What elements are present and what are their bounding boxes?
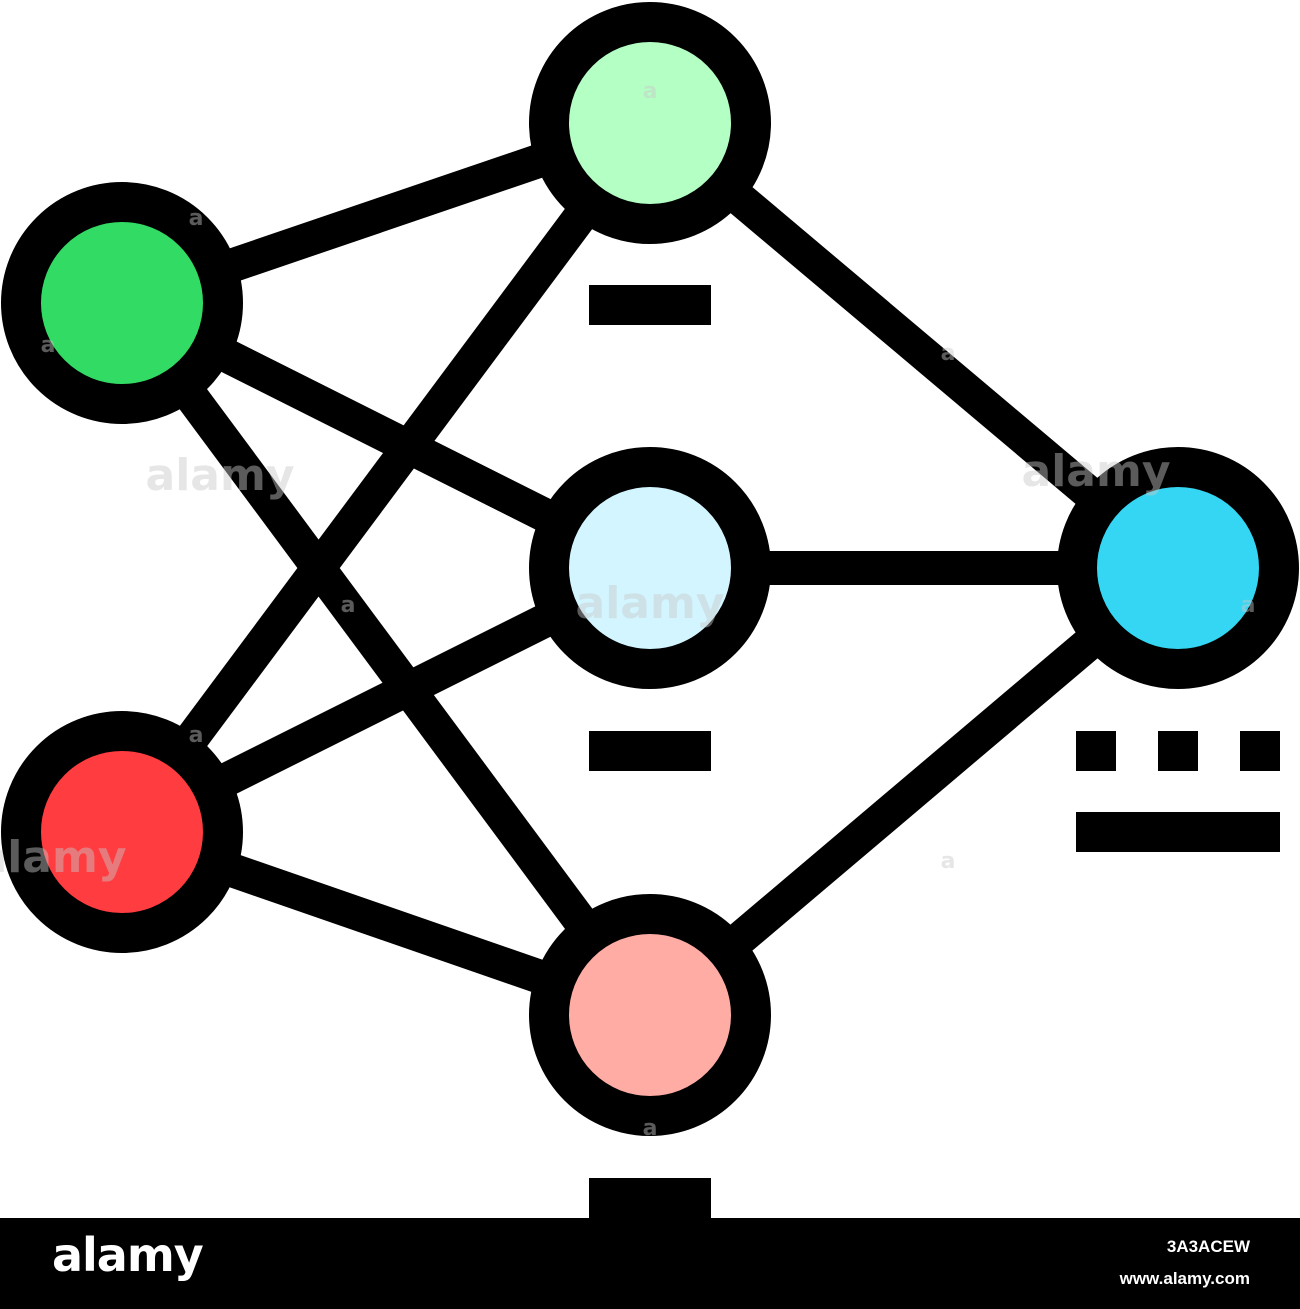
watermark-letter: a [341,593,356,618]
watermark-letter: a [643,79,658,104]
node-input-1-icon [1,182,243,424]
watermark-letter: a [941,341,956,366]
watermark-letter: a [41,333,56,358]
site-url: www.alamy.com [1119,1269,1250,1288]
output-line-icon [1076,812,1280,852]
node-output-1-icon [1057,447,1299,689]
hidden-2-dash-icon [589,731,711,771]
image-id: 3A3ACEW [1166,1237,1250,1256]
connection-line [108,292,664,1026]
watermark-text: alamy [0,832,127,883]
watermark-text: alamy [146,450,295,501]
watermark-letter: a [189,723,204,748]
brand-logo: alamy [52,1228,204,1282]
output-dots-icon [1076,731,1280,771]
watermark-letter: a [941,849,956,874]
watermark-text: alamy [1022,446,1171,497]
watermark: alamy alamy alamy alamy a a a a a a a a … [0,79,1255,1141]
footer-bar: alamy 3A3ACEW www.alamy.com [0,1218,1300,1309]
hidden-3-dash-icon [589,1178,711,1218]
watermark-letter: a [643,1116,658,1141]
connection-line [108,112,664,843]
hidden-1-dash-icon [589,285,711,325]
node-hidden-1-icon [529,2,771,244]
node-hidden-3-icon [529,894,771,1136]
label-marks [589,285,1280,1218]
node-hidden-2-icon [529,447,771,689]
neural-network-diagram: alamy alamy alamy alamy a a a a a a a a … [0,2,1299,1218]
watermark-letter: a [1241,593,1256,618]
watermark-text: alamy [576,578,725,629]
nodes [1,2,1299,1136]
watermark-letter: a [189,206,204,231]
node-input-2-icon [1,711,243,953]
